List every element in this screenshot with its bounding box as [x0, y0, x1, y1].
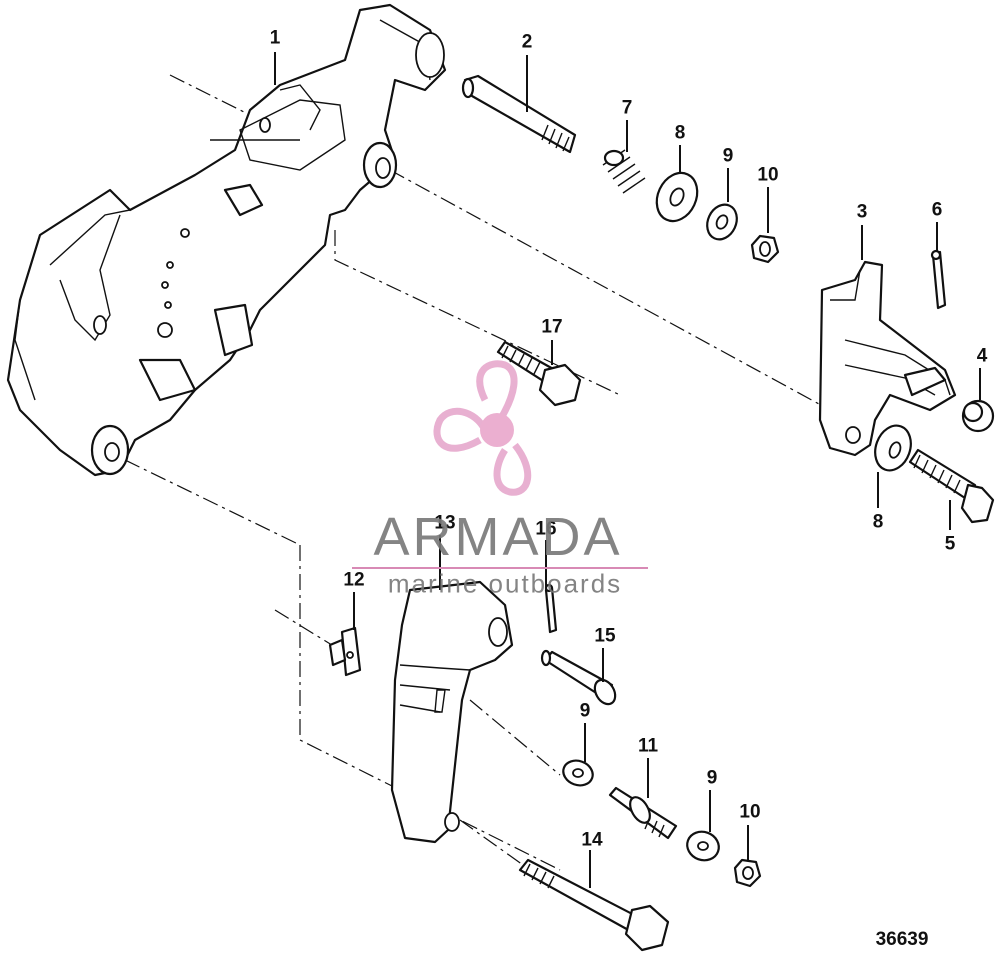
- latch-lever-part-3: [818, 260, 957, 457]
- clip-part-12: [328, 626, 362, 677]
- callout-16: 16: [535, 518, 557, 540]
- lower-arm-part-13: [390, 580, 514, 844]
- callout-8-upper: 8: [674, 122, 686, 144]
- washer-part-8-upper: [655, 171, 699, 223]
- callout-9-middle: 9: [579, 700, 591, 722]
- callout-10-upper: 10: [757, 164, 779, 186]
- callout-14: 14: [581, 829, 603, 851]
- callout-15: 15: [594, 625, 616, 647]
- callout-5: 5: [944, 533, 956, 555]
- watermark-brand: ARMADA: [373, 507, 623, 567]
- bolt-part-5: [908, 448, 995, 524]
- armada-propeller-logo: [433, 360, 532, 496]
- callout-9-lower: 9: [706, 767, 718, 789]
- leader-lines: [274, 52, 981, 888]
- callout-17: 17: [541, 316, 563, 338]
- washer-part-9-lower: [686, 830, 720, 862]
- callout-3: 3: [856, 201, 868, 223]
- callout-1: 1: [269, 27, 281, 49]
- watermark-rule: [352, 567, 648, 569]
- washer-part-8-lower: [874, 424, 912, 472]
- callout-13: 13: [434, 512, 456, 534]
- washer-part-9-upper: [706, 203, 738, 241]
- nut-part-10-upper: [750, 234, 780, 264]
- callout-12: 12: [343, 569, 365, 591]
- pin-part-2: [461, 74, 577, 154]
- callout-11: 11: [637, 735, 659, 757]
- callout-6: 6: [931, 199, 943, 221]
- main-bracket-part-1: [6, 3, 447, 477]
- assembly-centerlines: [124, 74, 831, 871]
- callout-2: 2: [521, 31, 533, 53]
- callout-10-lower: 10: [739, 801, 761, 823]
- stud-part-11: [608, 786, 678, 840]
- callout-9-upper: 9: [722, 145, 734, 167]
- bolt-part-14: [518, 858, 670, 952]
- callout-8-lower: 8: [872, 511, 884, 533]
- callout-4: 4: [976, 345, 988, 367]
- callout-7: 7: [621, 97, 633, 119]
- pin-part-15: [540, 649, 617, 706]
- watermark-tagline: marine outboards: [387, 568, 623, 599]
- bolt-part-17: [496, 340, 582, 407]
- drawing-number: 36639: [875, 929, 929, 950]
- cotter-pin-part-6: [930, 249, 947, 310]
- cap-part-4: [961, 399, 995, 433]
- washer-part-9-middle: [562, 759, 594, 787]
- spring-part-7: [602, 149, 646, 194]
- nut-part-10-lower: [733, 858, 762, 888]
